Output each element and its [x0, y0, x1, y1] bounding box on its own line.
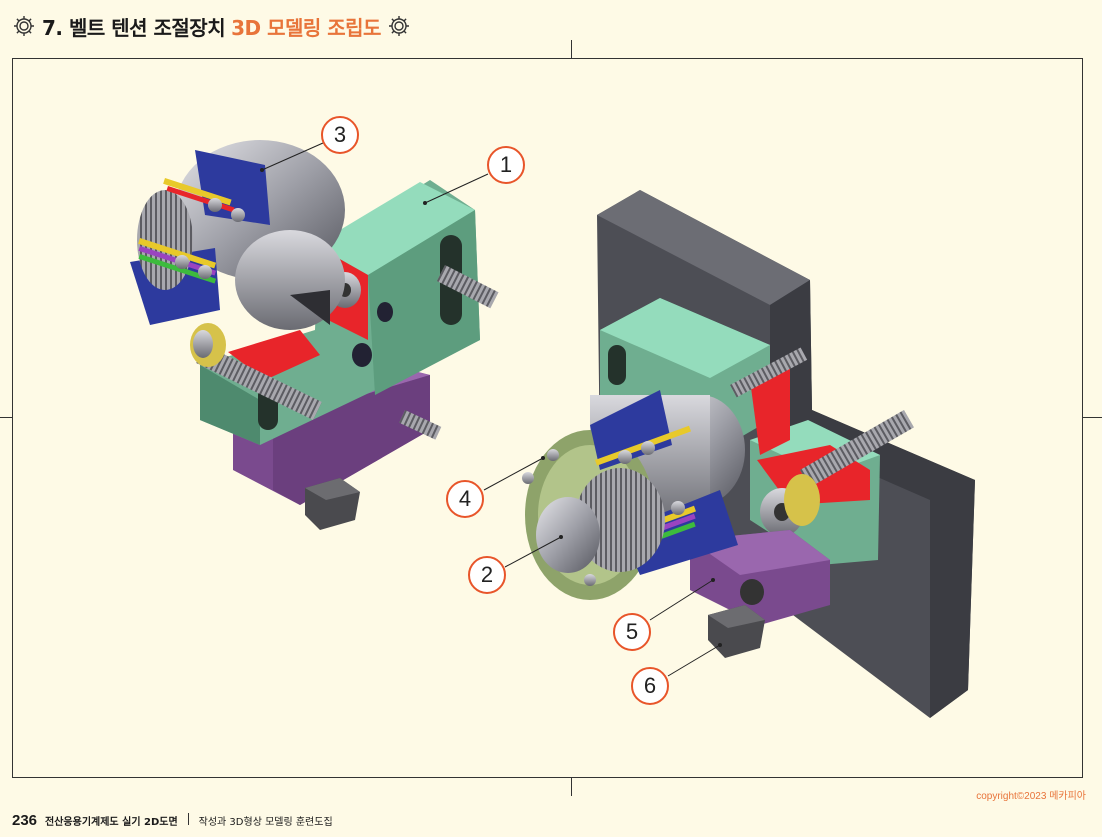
page-number: 236: [12, 812, 38, 829]
page-title: 7. 벨트 텐션 조절장치 3D 모델링 조립도: [12, 10, 411, 42]
left-assembly: [130, 140, 499, 530]
book-subtitle: 작성과 3D형상 모델링 훈련도집: [198, 817, 333, 828]
right-assembly: [522, 190, 975, 718]
copyright-text: copyright©2023 메카피아: [976, 791, 1086, 802]
footer-divider: [187, 813, 189, 825]
title-highlight: 3D 모델링 조립도: [231, 15, 381, 40]
book-title: 전산응용기계제도 실기 2D도면: [45, 817, 178, 828]
page-footer: 236 전산응용기계제도 실기 2D도면 작성과 3D형상 모델링 훈련도집: [12, 812, 333, 829]
frame-tick-left: [0, 417, 12, 418]
frame-tick-right: [1083, 417, 1102, 418]
gear-icon: [14, 16, 34, 36]
callout-1: 1: [487, 146, 525, 184]
drawing-frame: [12, 58, 1083, 778]
callout-6: 6: [631, 667, 669, 705]
callout-2: 2: [468, 556, 506, 594]
title-text: 7. 벨트 텐션 조절장치: [42, 15, 226, 40]
callout-3: 3: [321, 116, 359, 154]
callout-4: 4: [446, 480, 484, 518]
frame-tick-top: [571, 40, 572, 58]
callout-5: 5: [613, 613, 651, 651]
gear-icon: [388, 16, 409, 36]
frame-tick-bottom: [571, 778, 572, 796]
